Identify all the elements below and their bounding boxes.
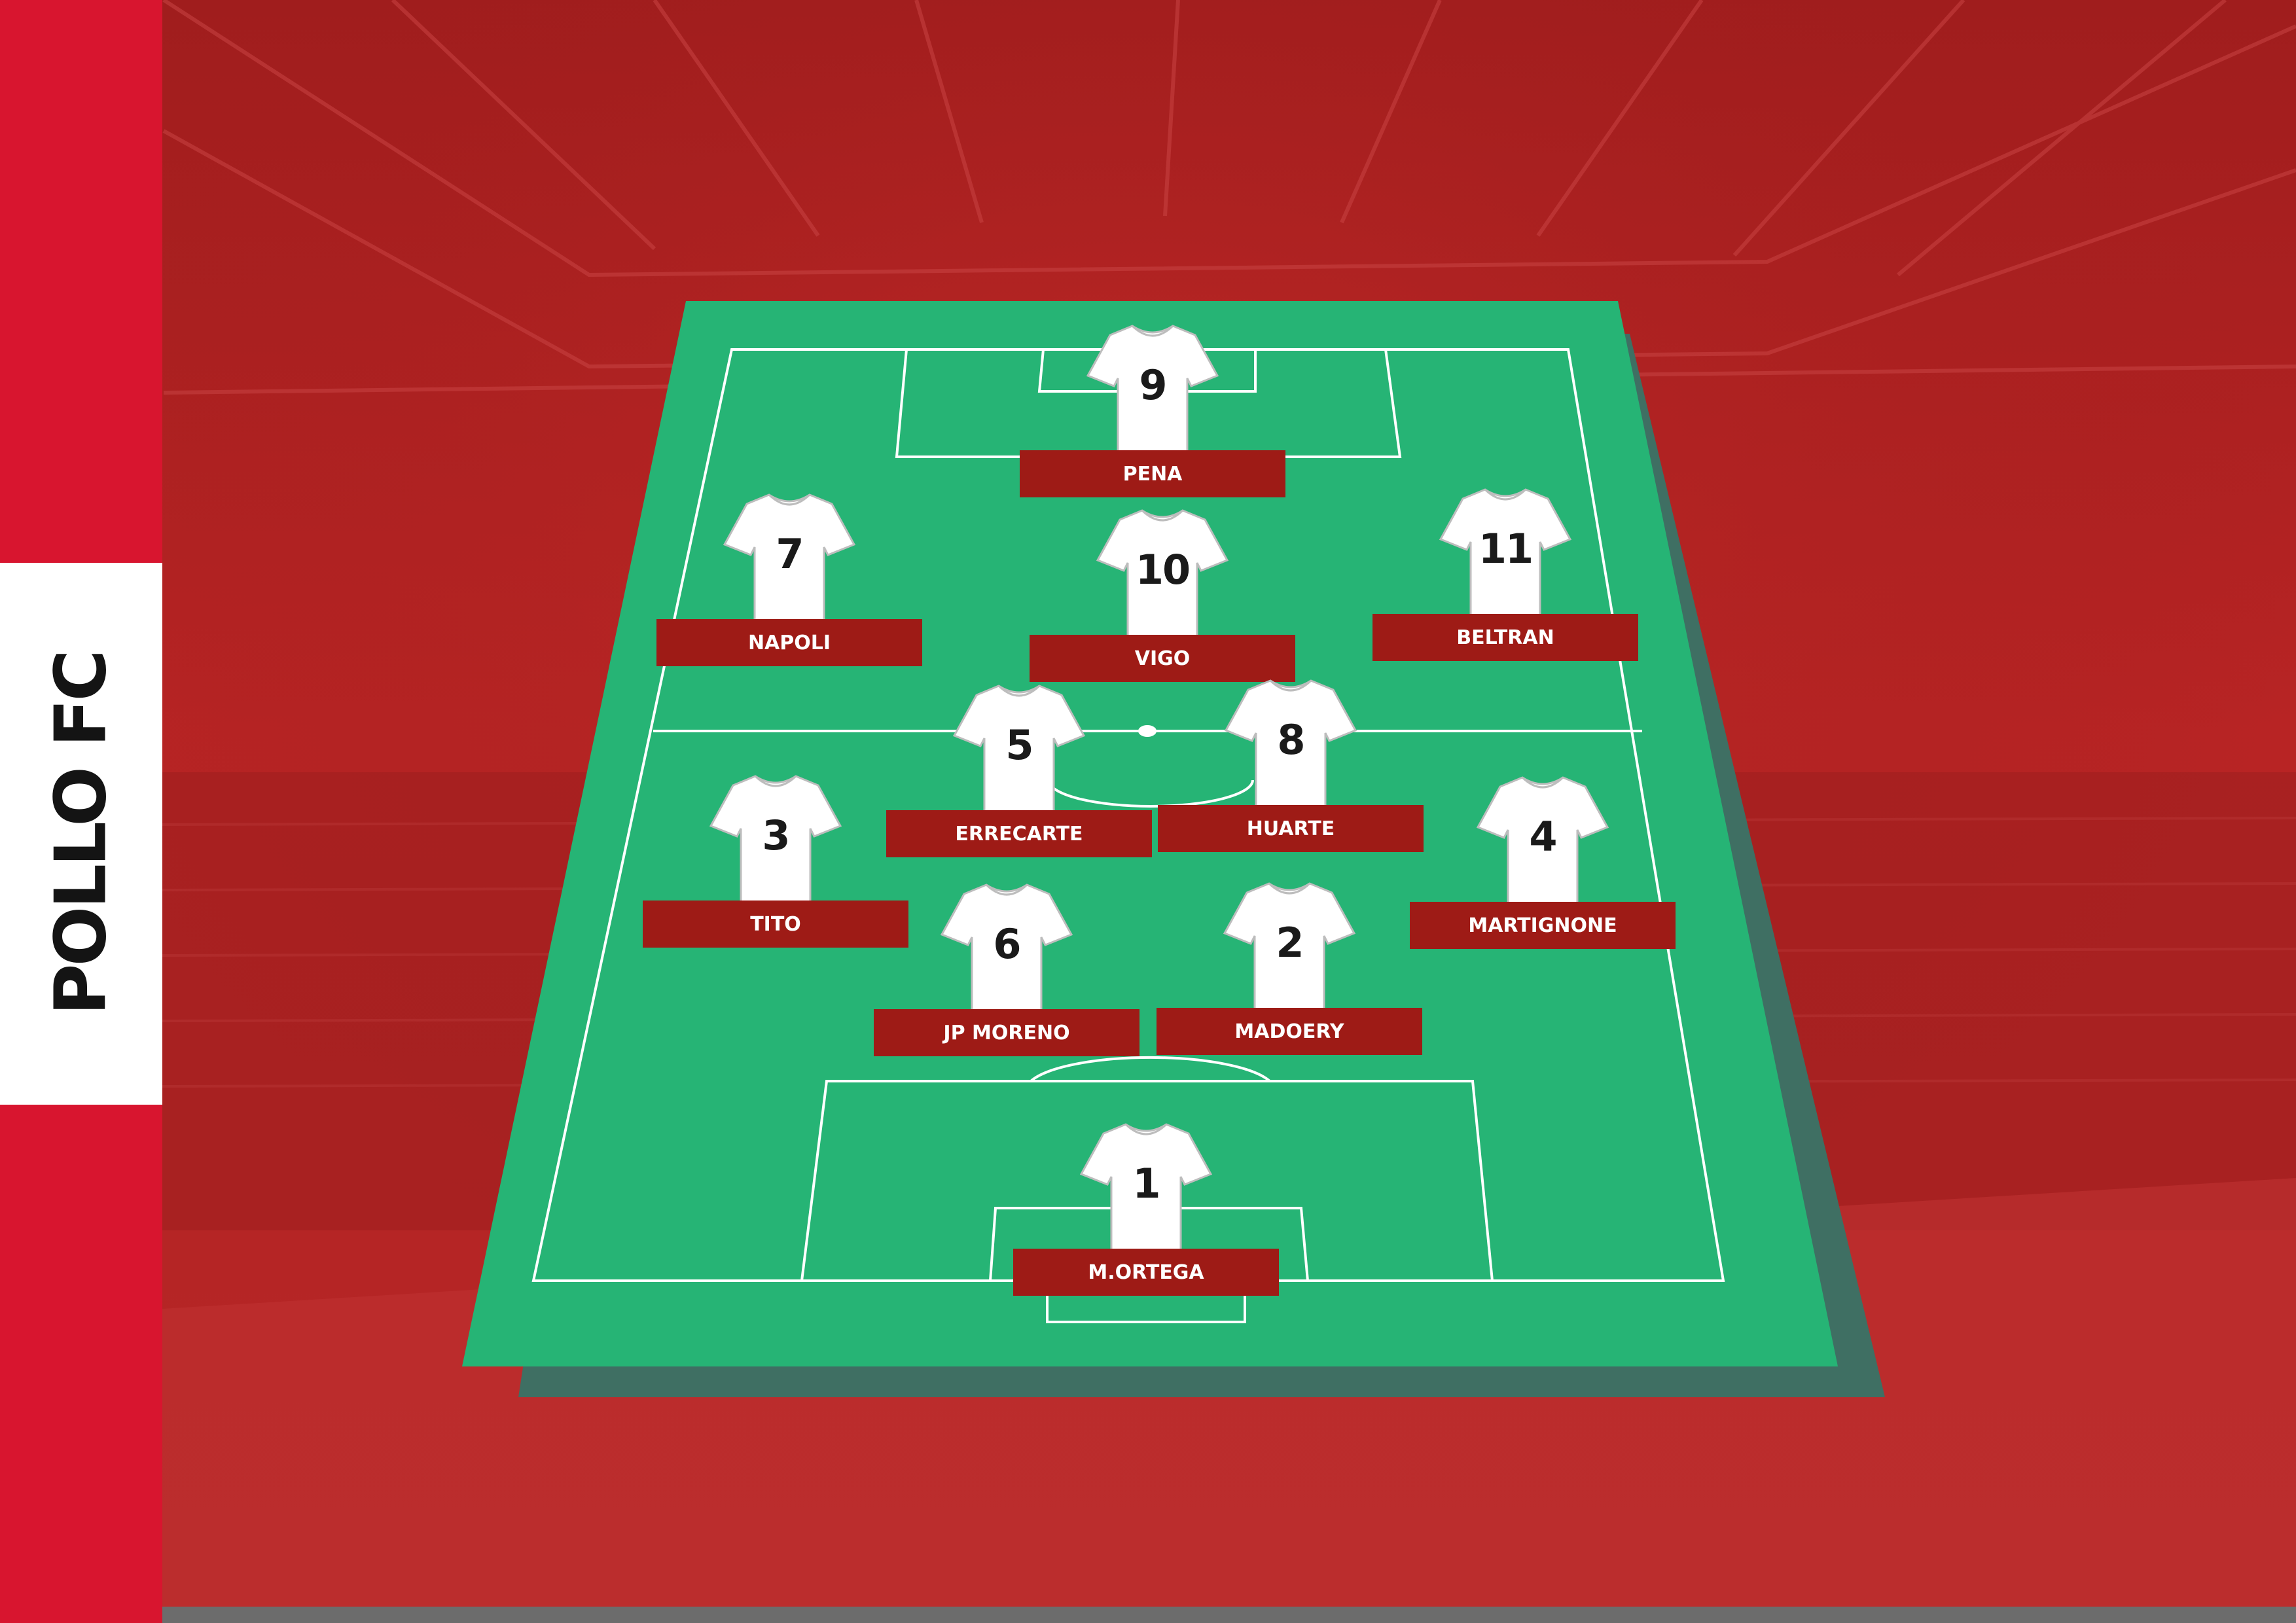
pitch-markings [531, 348, 1725, 1323]
shirt-icon [1222, 881, 1357, 1012]
bottom-penalty-box [800, 1080, 1494, 1282]
shirt-icon [1095, 508, 1230, 639]
centre-circle-arc [1047, 779, 1254, 808]
player-token[interactable]: 11 BELTRAN [1372, 487, 1638, 661]
player-name: JP MORENO [874, 1009, 1139, 1056]
team-name-panel [0, 563, 162, 1105]
player-token[interactable]: 6 JP MORENO [874, 882, 1139, 1056]
shirt-icon [1475, 775, 1610, 906]
player-token[interactable]: 7 NAPOLI [656, 492, 922, 666]
shirt-number: 7 [776, 530, 804, 578]
player-name: HUARTE [1158, 805, 1424, 852]
player-name: NAPOLI [656, 619, 922, 666]
player-token[interactable]: 8 HUARTE [1158, 678, 1424, 852]
bottom-goal-area [988, 1207, 1310, 1282]
shirt-number: 1 [1132, 1160, 1160, 1207]
player-token[interactable]: 2 MADOERY [1157, 881, 1422, 1055]
player-token[interactable]: 4 MARTIGNONE [1410, 775, 1676, 949]
player-name: BELTRAN [1372, 614, 1638, 661]
bottom-penalty-arc [1030, 1056, 1271, 1082]
player-name: VIGO [1030, 635, 1295, 682]
shirt-icon [1085, 323, 1220, 454]
shirt-number: 5 [1005, 721, 1033, 769]
shirt-icon [1223, 678, 1358, 809]
player-name: ERRECARTE [886, 810, 1152, 857]
shirt-number: 9 [1139, 361, 1167, 409]
shirt-icon [939, 882, 1074, 1013]
player-token[interactable]: 10 VIGO [1030, 508, 1295, 682]
player-name: MADOERY [1157, 1008, 1422, 1055]
shirt-number: 10 [1135, 546, 1191, 594]
shirt-number: 6 [993, 920, 1021, 968]
centre-spot [1138, 725, 1157, 737]
player-token[interactable]: 3 TITO [643, 774, 908, 948]
bottom-goal [1046, 1281, 1246, 1323]
player-token[interactable]: 9 PENA [1020, 323, 1285, 497]
shirt-icon [1079, 1122, 1213, 1253]
shirt-number: 8 [1277, 716, 1305, 764]
shirt-number: 11 [1478, 525, 1534, 573]
player-name: M.ORTEGA [1013, 1249, 1279, 1296]
shirt-number: 4 [1529, 813, 1557, 861]
player-name: TITO [643, 901, 908, 948]
player-token[interactable]: 5 ERRECARTE [886, 683, 1152, 857]
player-name: MARTIGNONE [1410, 902, 1676, 949]
shirt-icon [722, 492, 857, 623]
player-token[interactable]: 1 M.ORTEGA [1013, 1122, 1279, 1296]
shirt-icon [952, 683, 1086, 814]
shirt-icon [1438, 487, 1573, 618]
shirt-number: 3 [762, 812, 790, 859]
shirt-icon [708, 774, 843, 904]
shirt-number: 2 [1276, 919, 1304, 967]
player-name: PENA [1020, 450, 1285, 497]
